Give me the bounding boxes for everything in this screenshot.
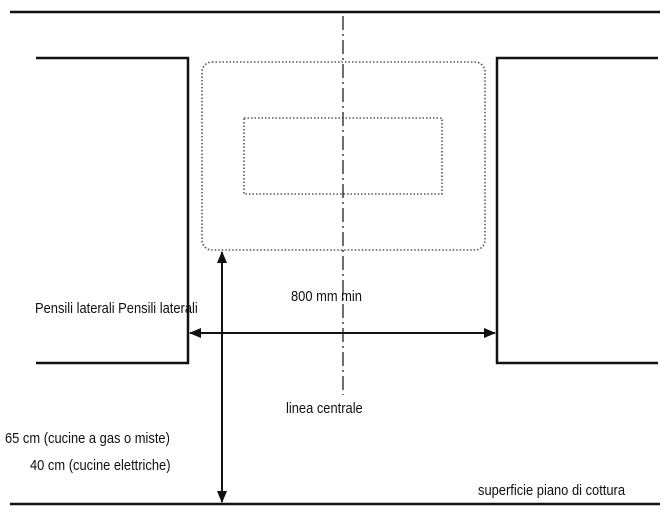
gas-height-label: 65 cm (cucine a gas o miste) — [5, 430, 170, 447]
cooktop-surface-label: superficie piano di cottura — [478, 482, 626, 499]
right-side-cabinet — [495, 56, 658, 365]
centerline-label: linea centrale — [286, 400, 363, 417]
left-side-cabinet — [36, 56, 190, 365]
electric-height-label: 40 cm (cucine elettriche) — [30, 457, 171, 474]
side-cabinets-label: Pensili laterali Pensili laterali — [35, 300, 198, 317]
min-width-label: 800 mm min — [291, 288, 362, 305]
